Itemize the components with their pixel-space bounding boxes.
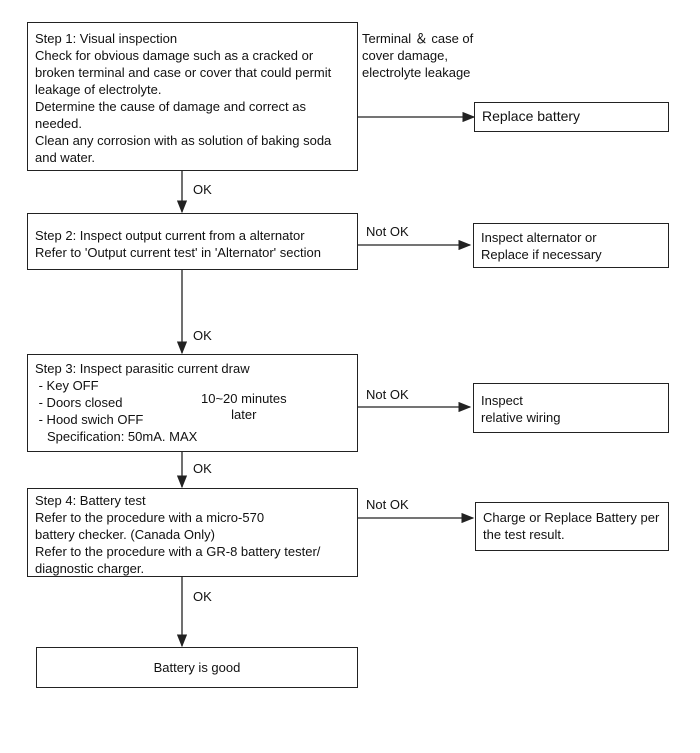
step4-box: Step 4: Battery test Refer to the proced… [27, 488, 358, 577]
step1-text-line: and water. [35, 150, 95, 165]
step1-text-line: Check for obvious damage such as a crack… [35, 48, 314, 63]
ok-label-1: OK [193, 182, 212, 197]
time-note-line: 10~20 minutes [201, 391, 287, 406]
step1-fail-condition: Terminal ＆ case of cover damage, electro… [362, 30, 473, 81]
condition-line: Terminal ＆ case of [362, 31, 474, 46]
outcome-text: Inspect alternator or [481, 230, 597, 245]
ok-label-4: OK [193, 589, 212, 604]
outcome-charge-replace: Charge or Replace Battery per the test r… [475, 502, 669, 551]
outcome-text: relative wiring [481, 410, 561, 425]
step1-text-line: leakage of electrolyte. [35, 82, 162, 97]
step4-text-line: battery checker. (Canada Only) [35, 527, 215, 542]
step2-title: Step 2: Inspect output current from a al… [35, 228, 305, 243]
ok-label-2: OK [193, 328, 212, 343]
step1-text-line: broken terminal and case or cover that c… [35, 65, 332, 80]
step3-title: Step 3: Inspect parasitic current draw [35, 361, 250, 376]
outcome-text: Charge or Replace Battery per [483, 510, 660, 525]
step1-text-line: Determine the cause of damage and correc… [35, 99, 306, 114]
outcome-replace-battery: Replace battery [474, 102, 669, 132]
final-box-label: Battery is good [153, 660, 241, 675]
time-note-line: later [231, 407, 257, 422]
step1-title: Step 1: Visual inspection [35, 31, 178, 46]
step4-text-line: Refer to the procedure with a GR-8 batte… [35, 544, 321, 559]
step1-text-line: Clean any corrosion with as solution of … [35, 133, 332, 148]
condition-line: cover damage, [362, 48, 448, 63]
outcome-inspect-wiring: Inspect relative wiring [473, 383, 669, 433]
step4-text-line: Refer to the procedure with a micro-570 [35, 510, 265, 525]
step4-text-line: diagnostic charger. [35, 561, 145, 576]
step3-box: Step 3: Inspect parasitic current draw -… [27, 354, 358, 452]
outcome-text: Replace if necessary [481, 247, 602, 262]
condition-line: electrolyte leakage [362, 65, 471, 80]
not-ok-label-3: Not OK [366, 497, 409, 512]
step1-text-line: needed. [35, 116, 82, 131]
final-box: Battery is good [36, 647, 358, 688]
outcome-text: the test result. [483, 527, 565, 542]
step4-title: Step 4: Battery test [35, 493, 146, 508]
outcome-text: Inspect [481, 393, 523, 408]
not-ok-label-1: Not OK [366, 224, 409, 239]
outcome-inspect-alternator: Inspect alternator or Replace if necessa… [473, 223, 669, 268]
step3-time-note: 10~20 minutes later [201, 391, 287, 423]
step2-box: Step 2: Inspect output current from a al… [27, 213, 358, 270]
step3-item: - Doors closed [35, 395, 123, 410]
step3-item: - Hood swich OFF [35, 412, 144, 427]
step3-spec: Specification: 50mA. MAX [47, 429, 198, 444]
step2-text-line: Refer to 'Output current test' in 'Alter… [35, 245, 321, 260]
outcome-text: Replace battery [482, 108, 581, 124]
step3-item: - Key OFF [35, 378, 99, 393]
ok-label-3: OK [193, 461, 212, 476]
not-ok-label-2: Not OK [366, 387, 409, 402]
step1-box: Step 1: Visual inspection Check for obvi… [27, 22, 358, 171]
